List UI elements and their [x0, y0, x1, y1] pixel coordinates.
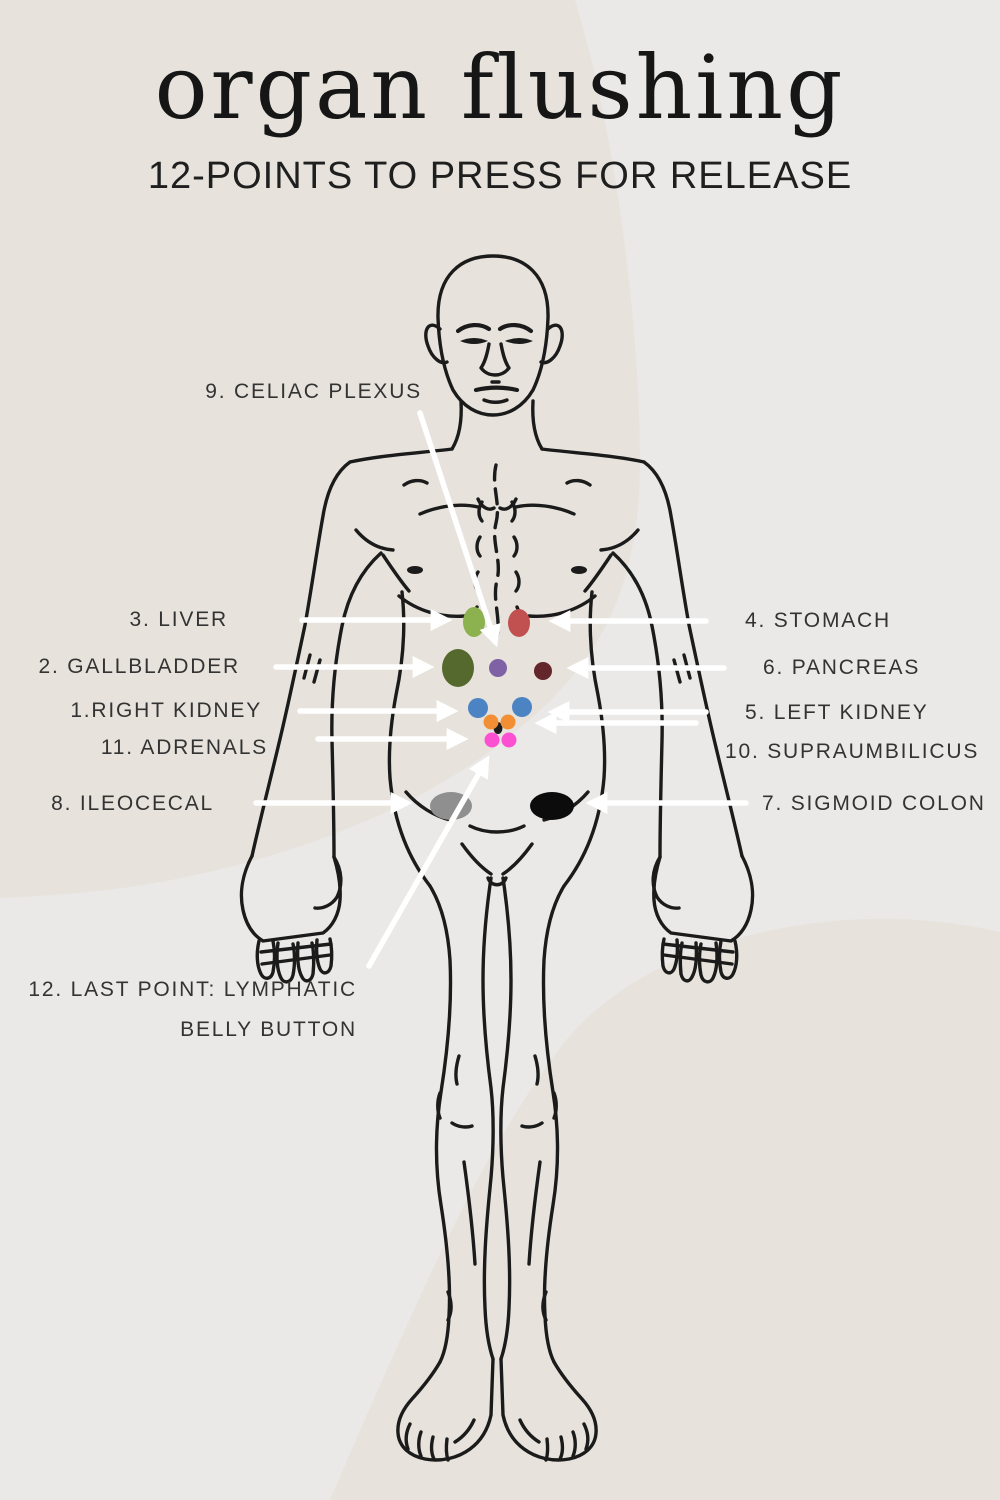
label-right-kidney: 1.RIGHT KIDNEY — [70, 699, 262, 722]
left-ear — [424, 323, 449, 365]
label-lymphatic-belly-button-line2: BELLY BUTTON — [180, 1018, 357, 1041]
label-celiac-plexus: 9. CELIAC PLEXUS — [205, 380, 422, 403]
mouth — [473, 385, 520, 393]
label-liver: 3. LIVER — [129, 608, 228, 631]
label-gallbladder: 2. GALLBLADDER — [38, 655, 240, 678]
page-title: organ flushing — [154, 36, 846, 139]
label-lymphatic-belly-button-line1: 12. LAST POINT: LYMPHATIC — [28, 978, 357, 1001]
label-adrenals: 11. ADRENALS — [100, 736, 268, 759]
pancreas-dot — [534, 662, 552, 680]
adrenals-dot — [484, 732, 500, 748]
arms — [250, 460, 744, 858]
left-eye — [460, 338, 488, 344]
celiac-plexus-dot — [489, 659, 507, 677]
left-kidney-dot — [512, 697, 532, 717]
sternum-line — [492, 463, 500, 638]
lymphatic-belly-button-arrow — [366, 755, 490, 969]
legs — [428, 876, 566, 1364]
beige-blob-bottom-right — [330, 918, 1000, 1500]
label-left-kidney: 5. LEFT KIDNEY — [745, 701, 929, 724]
supraumbilicus-dot — [500, 714, 516, 730]
left-eyebrow — [455, 323, 492, 334]
supraumbilicus-dot — [483, 714, 499, 730]
label-ileocecal: 8. ILEOCECAL — [51, 792, 214, 815]
stomach-dot — [508, 609, 530, 637]
feet — [396, 1357, 598, 1462]
right-eyebrow — [497, 323, 534, 334]
gallbladder-dot — [442, 649, 474, 687]
head — [424, 254, 564, 417]
right-hand — [651, 854, 755, 984]
nose — [479, 342, 511, 377]
right-ear — [539, 323, 564, 365]
label-supraumbilicus: 10. SUPRAUMBILICUS — [725, 740, 980, 763]
label-sigmoid-colon: 7. SIGMOID COLON — [762, 792, 986, 815]
label-lymphatic-belly-button: 12. LAST POINT: LYMPHATIC BELLY BUTTON — [28, 970, 357, 1050]
label-stomach: 4. STOMACH — [745, 609, 891, 632]
right-eye — [505, 338, 533, 344]
sigmoid-colon-dot — [530, 792, 574, 820]
celiac-plexus-arrow — [417, 410, 501, 648]
left-nipple — [407, 566, 423, 574]
page-subtitle: 12-POINTS TO PRESS FOR RELEASE — [147, 155, 853, 197]
right-kidney-dot — [468, 698, 488, 718]
left-hand — [239, 854, 343, 984]
liver-dot — [463, 607, 485, 637]
label-pancreas: 6. PANCREAS — [763, 656, 921, 679]
beige-blob-top-left — [0, 0, 641, 898]
adrenals-dot — [501, 732, 517, 748]
arrows-layer — [253, 410, 749, 969]
right-nipple — [571, 566, 587, 574]
